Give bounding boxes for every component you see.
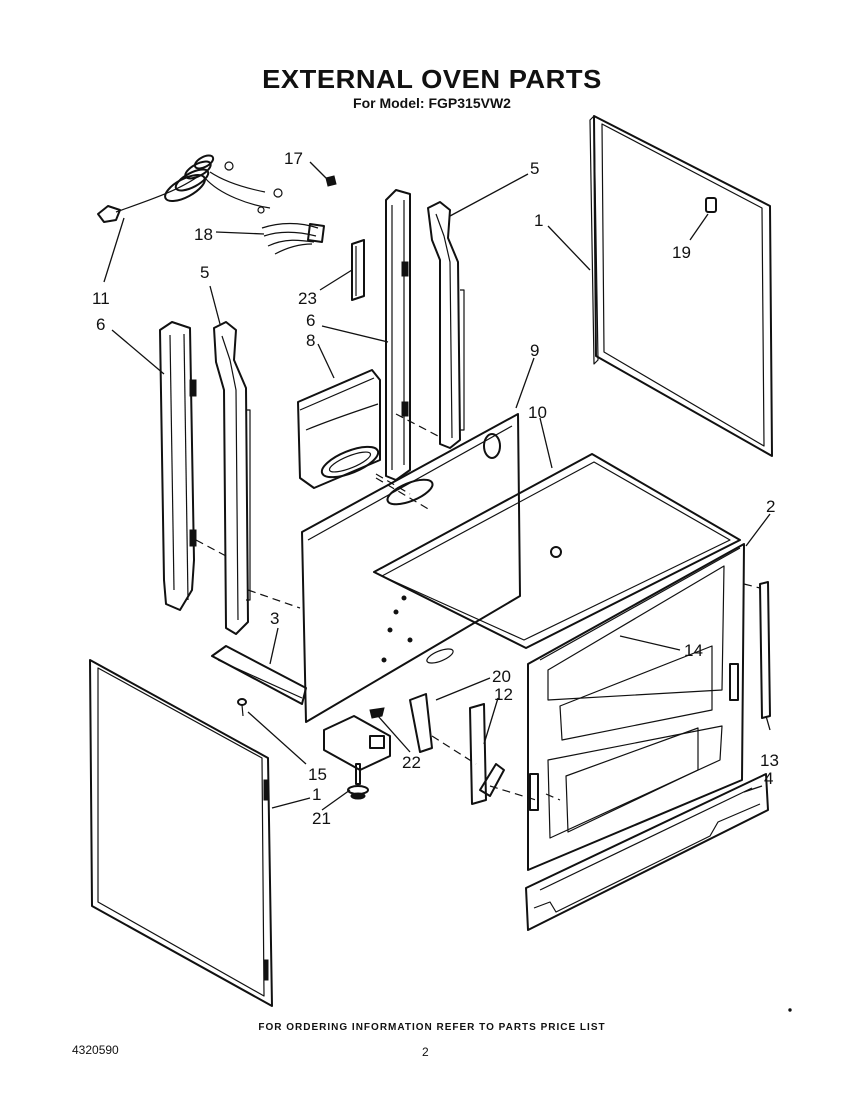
callout-13: 13 <box>760 751 779 770</box>
part-22-screw <box>369 707 385 719</box>
callout-20: 20 <box>492 667 511 686</box>
callout-3: 3 <box>270 609 279 628</box>
callout-5-upper: 5 <box>530 159 539 178</box>
part-21-leveling-leg <box>347 763 369 800</box>
callout-5-left: 5 <box>200 263 209 282</box>
page-number: 2 <box>422 1045 429 1059</box>
callout-11: 11 <box>92 289 110 308</box>
callout-21: 21 <box>312 809 331 828</box>
part-5-left-trim <box>213 321 251 635</box>
part-15-screw <box>237 698 247 717</box>
part-20-bracket <box>409 693 433 753</box>
part-8-deflector <box>297 369 381 489</box>
part-12-hinge <box>469 703 505 805</box>
callout-10: 10 <box>528 403 547 422</box>
callout-8: 8 <box>306 331 315 350</box>
part-6-upper-side-rail <box>385 189 411 481</box>
callout-19: 19 <box>672 243 691 262</box>
callout-6-left: 6 <box>96 315 105 334</box>
ordering-note: FOR ORDERING INFORMATION REFER TO PARTS … <box>258 1022 606 1033</box>
document-number: 4320590 <box>72 1043 119 1057</box>
callout-14: 14 <box>684 641 703 660</box>
part-10-top-cover <box>373 453 741 649</box>
callout-1-upper: 1 <box>534 211 543 230</box>
callout-17: 17 <box>284 149 303 168</box>
part-4-kick-plate <box>525 773 769 931</box>
part-6-left-side-rail <box>159 321 197 611</box>
part-1-right-side-panel <box>589 115 773 457</box>
callout-15: 15 <box>308 765 327 784</box>
assembly-lines <box>195 413 761 801</box>
model-subtitle: For Model: FGP315VW2 <box>353 95 511 111</box>
callout-1-lower: 1 <box>312 785 321 804</box>
part-1-left-side-panel <box>89 659 273 1007</box>
callout-2: 2 <box>766 497 775 516</box>
callout-6-upper: 6 <box>306 311 315 330</box>
part-11-power-cord <box>97 154 283 223</box>
callout-12: 12 <box>494 685 513 704</box>
part-2-front-frame <box>527 543 745 871</box>
part-13-trim-strip <box>759 581 771 719</box>
part-23-bracket <box>351 239 365 301</box>
callout-23: 23 <box>298 289 317 308</box>
callout-labels: 17 5 1 19 18 23 11 6 5 6 8 9 10 2 3 14 2… <box>92 149 779 828</box>
leader-lines <box>103 161 771 811</box>
page-title: EXTERNAL OVEN PARTS <box>262 64 602 94</box>
part-3-bottom-rail <box>211 645 307 705</box>
callout-18: 18 <box>194 225 213 244</box>
part-18-wire-harness <box>261 222 325 255</box>
bottom-bracket <box>323 715 391 771</box>
part-17-clip <box>325 175 337 187</box>
stray-mark <box>788 1008 792 1012</box>
part-14-front-trim <box>539 547 741 661</box>
callout-4: 4 <box>764 769 773 788</box>
part-5-upper-trim <box>427 201 465 449</box>
callout-22: 22 <box>402 753 421 772</box>
callout-9: 9 <box>530 341 539 360</box>
